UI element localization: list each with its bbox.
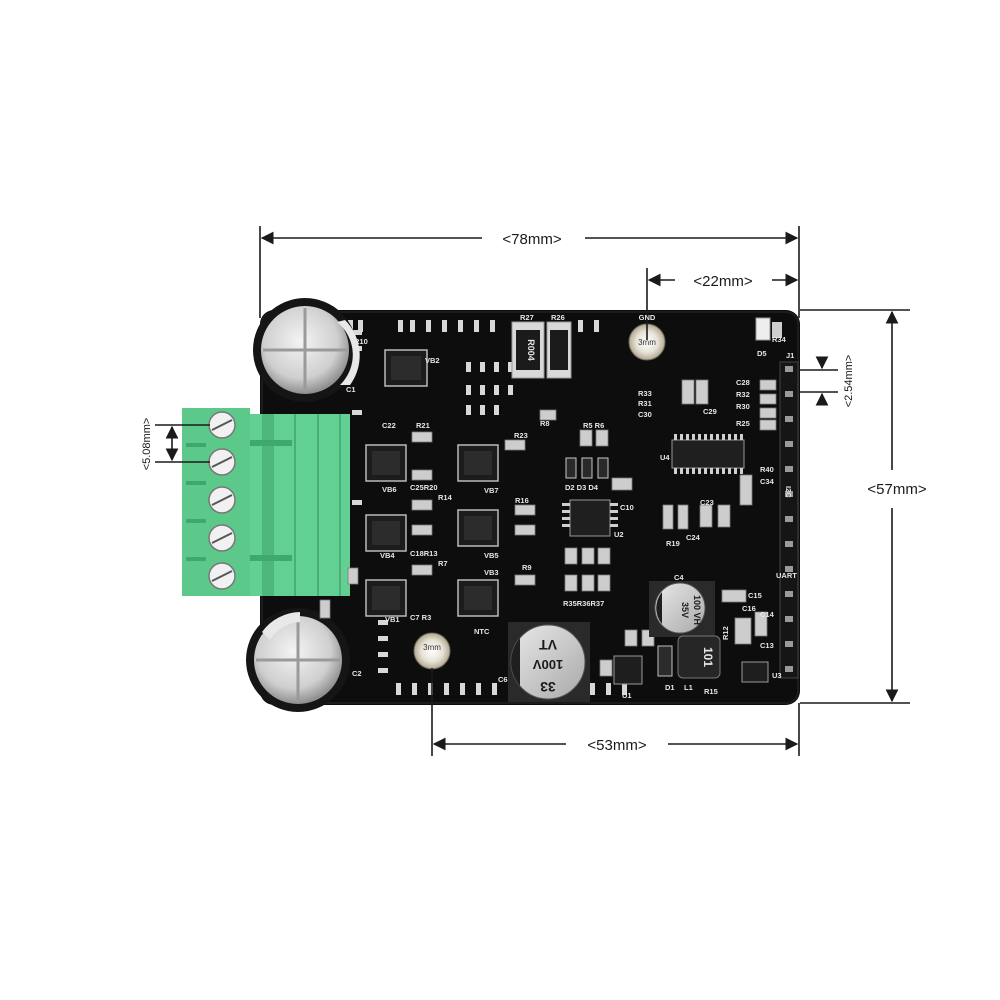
hole-top-label: 3mm <box>638 338 656 347</box>
dim-width-total: <78mm> <box>502 231 561 248</box>
silk-c13: C13 <box>760 641 774 650</box>
silk-c28: C28 <box>736 378 750 387</box>
silk-r16: R16 <box>515 496 529 505</box>
silk-c30: C30 <box>638 410 652 419</box>
silk-vb6: VB6 <box>382 485 397 494</box>
c6-capacitance-marking: 33 <box>540 679 556 695</box>
silk-u2: U2 <box>614 530 624 539</box>
silk-r35r36r37: R35R36R37 <box>563 599 604 608</box>
silk-vb7: VB7 <box>484 486 499 495</box>
silk-d2d3d4: D2 D3 D4 <box>565 483 599 492</box>
pin-header-j1 <box>779 361 799 679</box>
silk-r12: R12 <box>721 626 730 640</box>
silk-r30: R30 <box>736 402 750 411</box>
silk-l1: L1 <box>684 683 693 692</box>
silk-r27: R27 <box>520 313 534 322</box>
silk-u4: U4 <box>660 453 670 462</box>
dim-height-total: <57mm> <box>867 481 926 498</box>
silk-vb2: VB2 <box>425 356 440 365</box>
silk-r33: R33 <box>638 389 652 398</box>
silk-c6: C6 <box>498 675 508 684</box>
mosfet-chips <box>365 349 499 617</box>
shunt-marking: R004 <box>526 339 536 361</box>
silk-vb1: VB1 <box>385 615 400 624</box>
silk-uart: UART <box>776 571 797 580</box>
chip-u3 <box>741 661 769 683</box>
silk-r7: R7 <box>438 559 448 568</box>
silk-r9: R9 <box>522 563 532 572</box>
silk-c2: C2 <box>352 669 362 678</box>
hole-bottom-label: 3mm <box>423 643 441 652</box>
led-d5 <box>755 317 782 341</box>
shunt-resistors <box>511 321 572 379</box>
silk-r15: R15 <box>704 687 718 696</box>
silk-i2c: I2C <box>784 486 793 498</box>
chip-u4 <box>671 434 745 474</box>
silk-r5r6: R5 R6 <box>583 421 604 430</box>
terminal-screws <box>208 411 236 590</box>
silk-gnd: GND <box>639 313 656 322</box>
silk-r34: R34 <box>772 335 787 344</box>
silk-r10: R10 <box>354 337 368 346</box>
silk-r19: R19 <box>666 539 680 548</box>
capacitor-c4 <box>649 581 715 637</box>
silk-vb3: VB3 <box>484 568 499 577</box>
dim-width-hole-right: <22mm> <box>693 273 752 290</box>
silk-c4: C4 <box>674 573 684 582</box>
silk-c22: C22 <box>382 421 396 430</box>
inductor-l1 <box>677 635 721 679</box>
silk-r32: R32 <box>736 390 750 399</box>
silk-r8: R8 <box>540 419 550 428</box>
diodes-d2-d4 <box>565 457 609 479</box>
dim-pin-pitch: <2.54mm> <box>843 355 855 408</box>
chip-u1 <box>613 655 643 685</box>
silk-c18r13: C18R13 <box>410 549 438 558</box>
silk-r26: R26 <box>551 313 565 322</box>
diode-d1 <box>657 645 673 677</box>
c6-value-marking: VT <box>539 637 557 653</box>
dim-terminal-pitch: <5.08mm> <box>141 418 153 471</box>
silk-c34: C34 <box>760 477 775 486</box>
silk-r40: R40 <box>760 465 774 474</box>
c4-series-marking: 100 VH <box>692 595 702 625</box>
silk-r14: R14 <box>438 493 453 502</box>
dimension-labels: <78mm> <22mm> <57mm> <2.54mm> <5.08mm> <… <box>141 231 927 754</box>
component-markings: VT 100V 33 35V 100 VH 101 R004 <box>526 339 715 695</box>
silk-u1: U1 <box>622 691 632 700</box>
silkscreen-labels: GND R27 R26 R10 C1 C2 VB2 C22 R21 R23 C2… <box>346 313 797 700</box>
silk-c14: C14 <box>760 610 775 619</box>
silk-c29: C29 <box>703 407 717 416</box>
silk-r23: R23 <box>514 431 528 440</box>
silk-c25r20: C25R20 <box>410 483 438 492</box>
silk-vb4: VB4 <box>380 551 395 560</box>
dimension-lines <box>155 226 910 756</box>
silk-d5: D5 <box>757 349 767 358</box>
silk-r21: R21 <box>416 421 430 430</box>
silk-u3: U3 <box>772 671 782 680</box>
silk-r25: R25 <box>736 419 750 428</box>
capacitor-c2 <box>246 608 350 712</box>
silk-c16: C16 <box>742 604 756 613</box>
c4-voltage-marking: 35V <box>680 602 690 618</box>
silk-j1: J1 <box>786 351 794 360</box>
capacitor-c6 <box>508 622 590 702</box>
chip-u2 <box>562 499 618 537</box>
silk-ntc: NTC <box>474 627 490 636</box>
c6-voltage-marking: 100V <box>532 657 563 672</box>
silk-d1: D1 <box>665 683 675 692</box>
silk-c10: C10 <box>620 503 634 512</box>
silk-c24: C24 <box>686 533 701 542</box>
terminal-block <box>182 408 350 596</box>
smd-passives <box>319 379 777 677</box>
capacitor-c1 <box>253 298 360 402</box>
silk-vb5: VB5 <box>484 551 499 560</box>
silk-c23: C23 <box>700 498 714 507</box>
dim-hole-bottom-right: <53mm> <box>587 737 646 754</box>
silk-c1: C1 <box>346 385 356 394</box>
silk-c15: C15 <box>748 591 762 600</box>
silk-r31: R31 <box>638 399 652 408</box>
inductor-marking: 101 <box>701 647 715 667</box>
silk-c7r3: C7 R3 <box>410 613 431 622</box>
